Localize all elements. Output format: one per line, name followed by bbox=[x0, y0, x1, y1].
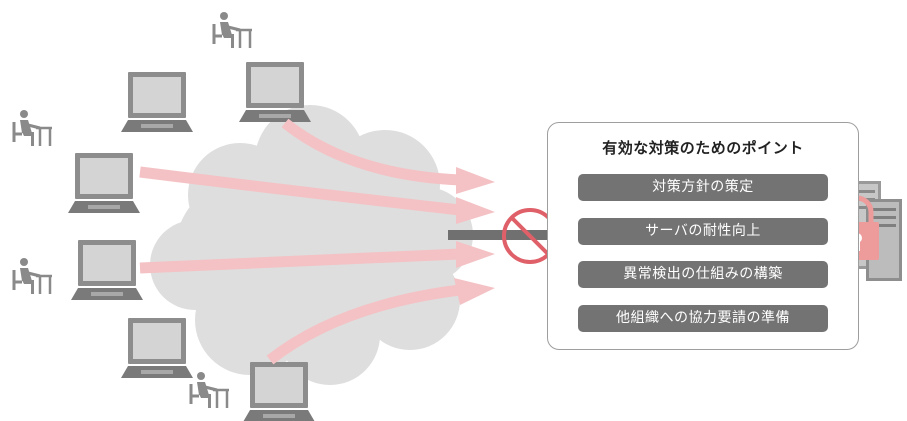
person-at-desk-icon bbox=[189, 370, 231, 410]
attack-arrow bbox=[139, 248, 461, 274]
attack-arrow bbox=[266, 284, 461, 365]
attack-arrow bbox=[139, 166, 461, 216]
laptop-icon bbox=[71, 240, 143, 300]
point-server-resilience: サーバの耐性向上 bbox=[578, 218, 828, 245]
laptop-icon bbox=[121, 318, 193, 378]
person-at-desk-icon bbox=[12, 256, 54, 296]
laptop-icon bbox=[243, 362, 315, 421]
point-anomaly-detection: 異常検出の仕組みの構築 bbox=[578, 261, 828, 288]
point-policy: 対策方針の策定 bbox=[578, 174, 828, 201]
laptop-icon bbox=[121, 72, 193, 132]
attack-arrow bbox=[281, 118, 461, 186]
point-cooperation: 他組織への協力要請の準備 bbox=[578, 305, 828, 332]
person-at-desk-icon bbox=[12, 108, 54, 148]
attack-arrowheads bbox=[454, 167, 495, 305]
laptop-icon bbox=[239, 62, 311, 122]
attack-arrows bbox=[139, 118, 461, 365]
laptop-icon bbox=[68, 153, 140, 213]
countermeasure-panel: 有効な対策のためのポイント 対策方針の策定 サーバの耐性向上 異常検出の仕組みの… bbox=[547, 122, 859, 350]
person-at-desk-icon bbox=[212, 10, 254, 50]
panel-title: 有効な対策のためのポイント bbox=[602, 139, 804, 157]
